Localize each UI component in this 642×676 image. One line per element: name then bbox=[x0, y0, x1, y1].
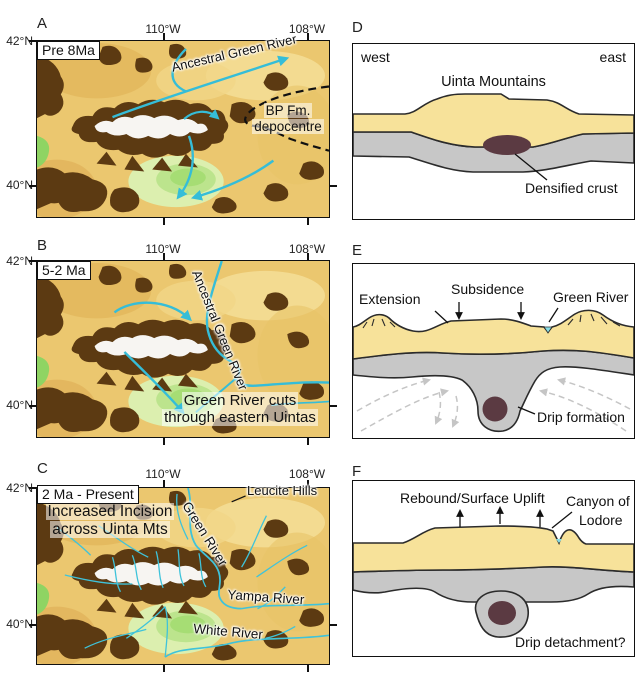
bp-depocentre-label: BP Fm. depocentre bbox=[252, 103, 324, 134]
drip-core bbox=[482, 396, 508, 422]
tick bbox=[163, 33, 165, 40]
extension-label: Extension bbox=[359, 291, 421, 307]
panel-b-lat-bottom: 40°N bbox=[6, 398, 33, 412]
panel-d: D west east Uinta Mountains Densified cr… bbox=[342, 0, 642, 226]
tick bbox=[163, 253, 165, 260]
south-arrow bbox=[176, 135, 194, 200]
map-c-overlay bbox=[56, 488, 329, 658]
panel-c-lat-bottom: 40°N bbox=[6, 617, 33, 631]
leucite-pointer-line bbox=[231, 495, 246, 503]
panel-b-lon-left: 110°W bbox=[145, 242, 181, 256]
capture-arrow bbox=[113, 301, 192, 322]
densified-crust-pointer bbox=[514, 153, 548, 181]
cross-section-d: west east Uinta Mountains Densified crus… bbox=[352, 43, 635, 220]
tick bbox=[307, 253, 309, 260]
extension-fault-marks bbox=[362, 313, 621, 329]
panel-b-lon-right: 108°W bbox=[288, 242, 326, 256]
tick bbox=[307, 218, 309, 225]
subsidence-label: Subsidence bbox=[451, 281, 525, 297]
panel-a-lon-left: 110°W bbox=[145, 22, 181, 36]
panel-a-lon-right: 108°W bbox=[288, 22, 326, 36]
panel-c-lon-right: 108°W bbox=[288, 467, 326, 481]
canyon-of-label: Canyon of bbox=[566, 493, 630, 509]
river-hook bbox=[171, 48, 187, 93]
crust-layer bbox=[353, 309, 634, 360]
leucite-hills-label: Leucite Hills bbox=[247, 483, 318, 498]
tick bbox=[29, 624, 36, 626]
map-b bbox=[36, 260, 330, 438]
west-label: west bbox=[361, 49, 390, 65]
cross-section-f: Rebound/Surface Uplift Canyon of Lodore … bbox=[352, 480, 635, 657]
cross-section-d-graphic bbox=[353, 93, 634, 181]
crust-layer bbox=[353, 525, 634, 573]
drip-formation-label: Drip formation bbox=[537, 409, 625, 425]
lodore-label: Lodore bbox=[579, 512, 623, 528]
tick bbox=[163, 665, 165, 672]
ancestral-green-river-arrow bbox=[112, 55, 290, 119]
tick bbox=[307, 665, 309, 672]
green-river-notch bbox=[543, 326, 553, 334]
panel-b: B 110°W 108°W 42°N 40°N bbox=[0, 220, 342, 446]
southwest-arrow bbox=[190, 159, 275, 201]
panel-d-letter: D bbox=[352, 19, 363, 36]
panel-f: F Rebound/Surface Uplift Canyon of bbox=[342, 447, 642, 676]
small-arrow bbox=[183, 109, 220, 120]
panel-f-letter: F bbox=[352, 463, 362, 480]
stream-network bbox=[56, 488, 329, 658]
drip-pointer bbox=[517, 406, 536, 415]
cross-section-f-graphic bbox=[353, 506, 634, 638]
uinta-mountains-label: Uinta Mountains bbox=[441, 74, 546, 90]
tick bbox=[330, 405, 337, 407]
panel-b-lat-top: 42°N bbox=[6, 254, 33, 268]
tick bbox=[163, 480, 165, 487]
tick bbox=[29, 185, 36, 187]
tick bbox=[330, 185, 337, 187]
panel-a-lat-top: 42°N bbox=[6, 34, 33, 48]
panel-a-lat-bottom: 40°N bbox=[6, 178, 33, 192]
cross-section-e-graphic bbox=[353, 302, 634, 433]
panel-a: A 110°W 108°W 42°N 40°N bbox=[0, 0, 342, 226]
tick bbox=[29, 405, 36, 407]
mantle-flow-arrows bbox=[356, 377, 631, 432]
tick bbox=[163, 438, 165, 445]
panel-c-lat-top: 42°N bbox=[6, 481, 33, 495]
crust-layer bbox=[353, 93, 634, 148]
cross-section-e: Extension Subsidence Green River Drip fo… bbox=[352, 263, 635, 439]
densified-crust-label: Densified crust bbox=[525, 180, 618, 196]
green-river-label: Green River bbox=[553, 289, 629, 305]
tick bbox=[163, 218, 165, 225]
east-label: east bbox=[599, 49, 626, 65]
drip-detachment-label: Drip detachment? bbox=[515, 634, 626, 650]
green-river-pointer bbox=[548, 307, 559, 323]
green-river bbox=[205, 261, 329, 387]
panel-c: C 110°W 108°W 42°N 40°N bbox=[0, 447, 342, 676]
densified-crust-body bbox=[483, 135, 531, 155]
canyon-pointer bbox=[551, 511, 573, 529]
extension-pointer bbox=[434, 310, 449, 324]
era-label-c: 2 Ma - Present bbox=[37, 485, 139, 504]
panel-e: E bbox=[342, 220, 642, 446]
tick bbox=[29, 260, 36, 262]
tick bbox=[330, 624, 337, 626]
canyon-river-notch bbox=[556, 539, 562, 543]
green-river-cuts-caption: Green River cuts through eastern Uintas bbox=[162, 392, 318, 426]
tick bbox=[29, 487, 36, 489]
panel-c-letter: C bbox=[37, 460, 48, 477]
panel-c-lon-left: 110°W bbox=[145, 467, 181, 481]
era-label-b: 5-2 Ma bbox=[37, 261, 91, 280]
rebound-uplift-label: Rebound/Surface Uplift bbox=[400, 490, 545, 506]
south-arrow bbox=[123, 351, 185, 415]
drip-core bbox=[488, 601, 516, 625]
tick bbox=[29, 40, 36, 42]
incision-caption: Increased Incision across Uinta Mts bbox=[45, 503, 175, 538]
era-label-a: Pre 8Ma bbox=[37, 41, 100, 60]
tick bbox=[307, 438, 309, 445]
tick bbox=[307, 33, 309, 40]
topographic-map bbox=[37, 261, 329, 437]
tick bbox=[307, 480, 309, 487]
panel-e-letter: E bbox=[352, 242, 363, 259]
panel-a-letter: A bbox=[37, 15, 48, 32]
panel-b-letter: B bbox=[37, 237, 48, 254]
